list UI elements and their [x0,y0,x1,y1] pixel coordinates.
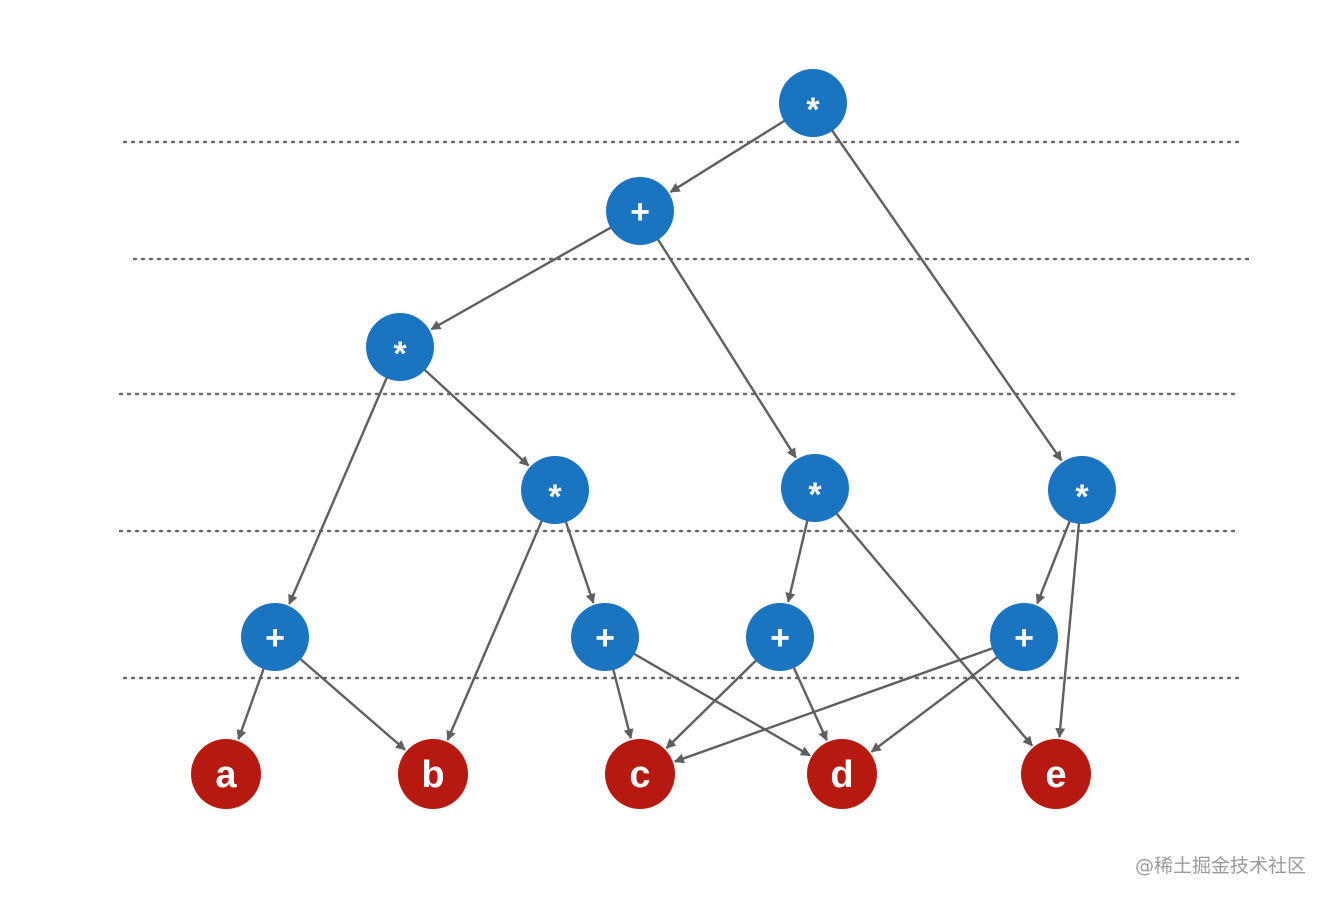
node-circle [605,739,675,809]
edge-n4-to-n8 [563,518,596,604]
node-label: * [806,91,820,129]
node-label: + [265,619,285,657]
operator-node-n8: + [571,603,639,671]
operator-node-n4: * [521,456,589,524]
node-circle [807,739,877,809]
node-label: + [595,619,615,657]
node-circle [1021,739,1091,809]
node-label: + [770,619,790,657]
operator-node-n1: * [779,69,847,137]
node-circle [779,69,847,137]
node-circle [241,603,309,671]
edge-n2-to-n5 [655,235,797,459]
node-label: d [830,754,853,796]
edge-n3-to-n4 [421,366,530,467]
node-circle [990,603,1058,671]
node-label: e [1045,754,1066,796]
node-label: + [1014,619,1034,657]
node-circle [571,603,639,671]
edge-n10-to-c [673,645,997,764]
edge-n8-to-c [611,665,634,740]
edge-n7-to-a [236,664,267,741]
edge-n1-to-n6 [829,126,1063,462]
node-circle [781,454,849,522]
node-label: * [393,335,407,373]
edge-n5-to-n9 [785,516,810,603]
operator-node-n3: * [366,313,434,381]
node-label: a [215,754,237,796]
edge-n10-to-d [870,654,1001,753]
edge-n6-to-e [1055,519,1081,739]
leaf-node-a: a [191,739,261,809]
edge-n6-to-n10 [1035,517,1073,605]
edge-n1-to-n2 [669,117,789,193]
node-label: * [808,476,822,514]
edge-n9-to-c [665,657,760,749]
edge-n4-to-b [446,517,545,741]
node-label: b [421,754,444,796]
operator-node-n10: + [990,603,1058,671]
operator-node-n5: * [781,454,849,522]
leaf-node-c: c [605,739,675,809]
operator-node-n2: + [606,177,674,245]
edge-n8-to-d [630,650,811,757]
edge-n7-to-b [296,655,406,751]
watermark: @稀土掘金技术社区 [1134,855,1306,877]
edge-n3-to-n7 [288,374,390,605]
level-dividers [118,140,1252,680]
node-label: + [630,193,650,231]
edge-n9-to-d [791,663,828,742]
node-circle [606,177,674,245]
operator-node-n6: * [1048,456,1116,524]
node-circle [366,313,434,381]
node-circle [191,739,261,809]
nodes: * + * * * * + + + + a b c d e [191,69,1116,809]
leaf-node-b: b [398,739,468,809]
leaf-node-d: d [807,739,877,809]
edge-n5-to-e [833,510,1034,747]
edge-n2-to-n3 [430,224,615,331]
operator-node-n7: + [241,603,309,671]
node-circle [746,603,814,671]
node-label: * [1075,478,1089,516]
leaf-node-e: e [1021,739,1091,809]
node-circle [398,739,468,809]
node-label: c [629,754,650,796]
node-circle [521,456,589,524]
edges [236,117,1081,764]
operator-node-n9: + [746,603,814,671]
node-label: * [548,478,562,516]
node-circle [1048,456,1116,524]
